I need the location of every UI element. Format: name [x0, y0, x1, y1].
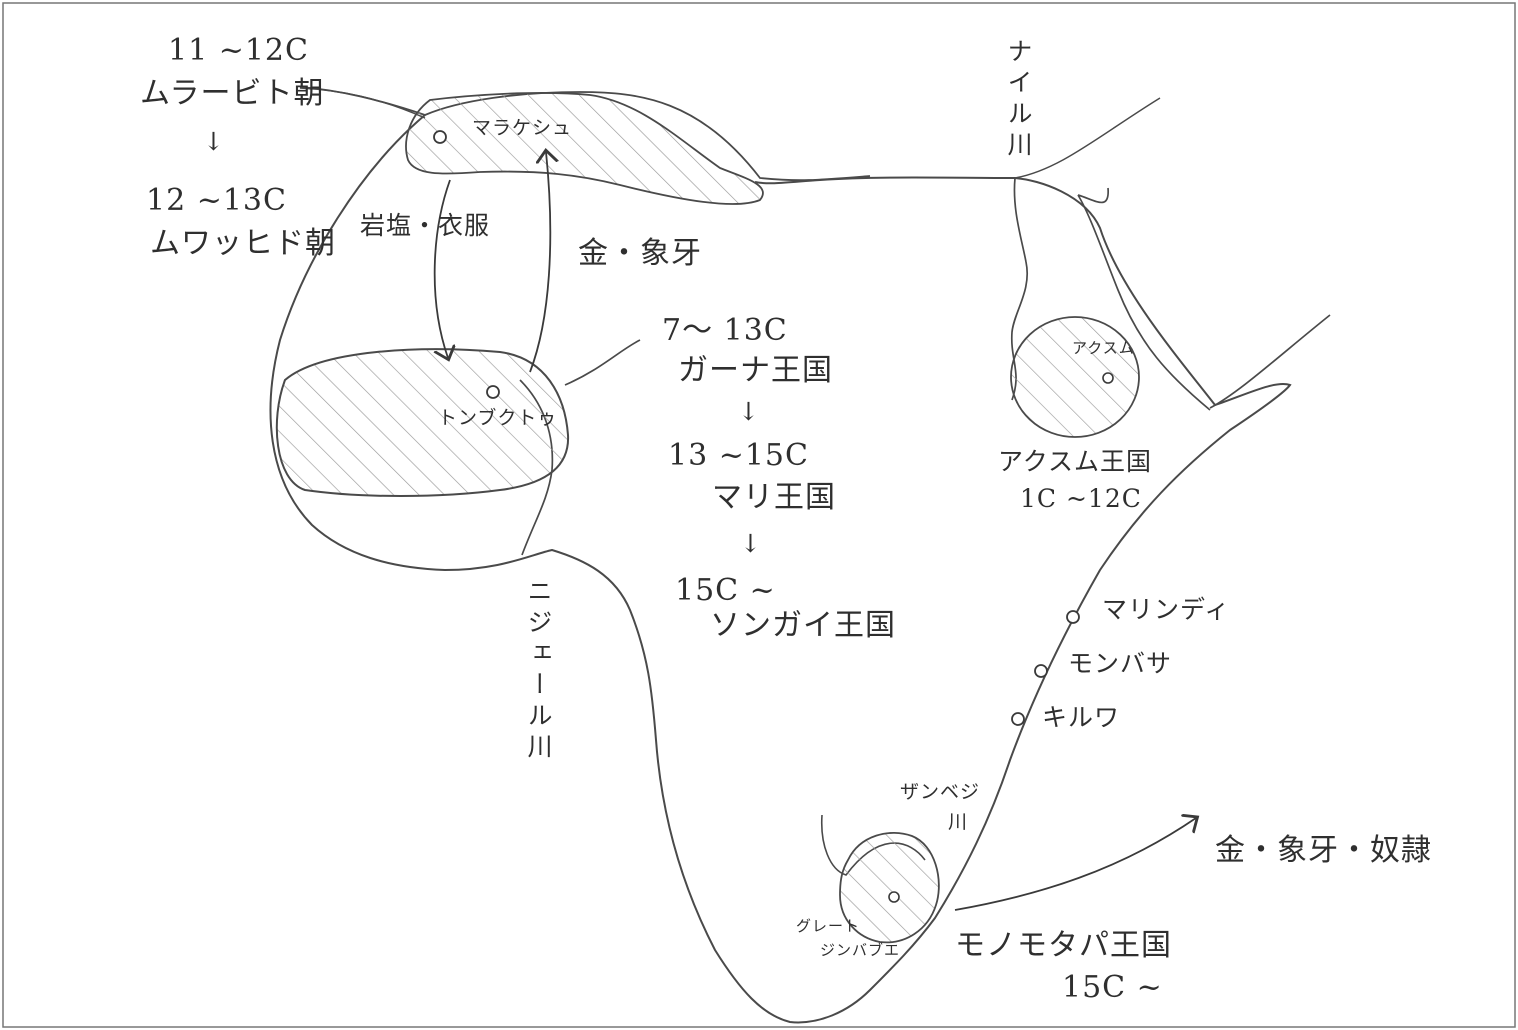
monomotapa-period-label: 15C ~: [1062, 970, 1163, 1005]
aksum-region: [1010, 316, 1140, 438]
timbuktu-label: トンブクトゥ: [438, 407, 558, 429]
almoravid-leader-line: [299, 87, 426, 119]
niger-label: ニジェール川: [524, 578, 553, 764]
monomotapa-kingdom-label: モノモタパ王国: [955, 928, 1172, 963]
kingdom-arrow-2: ↓: [740, 529, 762, 558]
songhai-period: 15C ~: [675, 573, 776, 608]
zambezi-label-2: 川: [948, 811, 969, 833]
trade-arrow-north: [529, 152, 550, 373]
kilwa-label: キルワ: [1042, 703, 1121, 732]
export-arrow: [954, 818, 1196, 911]
horn-coast: [1209, 314, 1331, 409]
marrakesh-label: マラケシュ: [472, 117, 573, 139]
almoravid-dynasty: ムラービト朝: [140, 76, 325, 111]
almoravid-region: [405, 92, 764, 205]
marrakesh-marker: [433, 130, 447, 144]
ghana-kingdom: ガーナ王国: [678, 353, 833, 388]
timbuktu-marker: [486, 385, 500, 399]
mali-period: 13 ~15C: [668, 438, 809, 473]
great-zimbabwe-marker: [888, 891, 900, 903]
trade-arrow-south: [435, 179, 450, 358]
red-sea: [1077, 187, 1211, 411]
malindi-label: マリンディ: [1102, 595, 1231, 624]
dynasty-arrow: ↓: [203, 127, 225, 156]
almoravid-period: 11 ~12C: [168, 33, 309, 68]
nile-delta: [1014, 97, 1161, 179]
aksum-kingdom-label: アクスム王国: [998, 447, 1153, 476]
nile-label: ナイル川: [1004, 38, 1033, 162]
kingdom-arrow-1: ↓: [738, 397, 760, 426]
mombasa-label: モンバサ: [1068, 649, 1173, 678]
songhai-kingdom: ソンガイ王国: [710, 608, 896, 643]
great-zimbabwe-label-1: グレート: [796, 917, 861, 935]
malindi-marker: [1066, 610, 1080, 624]
kilwa-marker: [1011, 712, 1025, 726]
aksum-period-label: 1C ~12C: [1020, 484, 1142, 513]
mombasa-marker: [1034, 664, 1048, 678]
almohad-period: 12 ~13C: [146, 183, 287, 218]
mali-kingdom: マリ王国: [712, 480, 836, 515]
aksum-marker: [1102, 372, 1114, 384]
ghana-period: 7～ 13C: [662, 313, 788, 348]
great-zimbabwe-label-2: ジンバブエ: [820, 941, 901, 959]
africa-coastline: [269, 114, 1292, 1024]
monomotapa-region: [839, 832, 940, 944]
aksum-city-label: アクスム: [1072, 339, 1135, 357]
export-goods-label: 金・象牙・奴隷: [1215, 833, 1432, 868]
zambezi-label-1: ザンベジ: [900, 781, 981, 803]
goods-north-label: 金・象牙: [578, 236, 702, 271]
goods-south-label: 岩塩・衣服: [360, 211, 491, 240]
almohad-dynasty: ムワッヒド朝: [150, 226, 336, 261]
